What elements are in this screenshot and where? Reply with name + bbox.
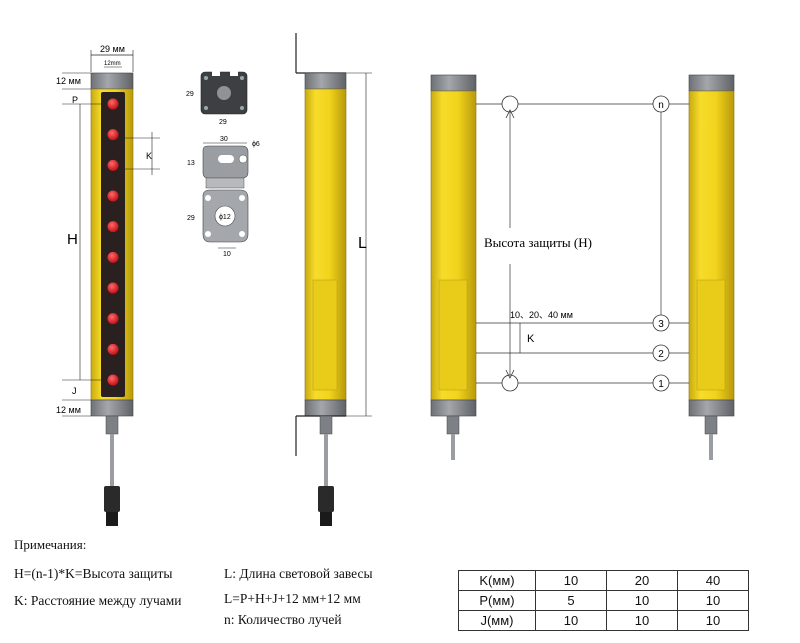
protection-height-label: Высота защиты (H) bbox=[484, 235, 592, 250]
led bbox=[107, 221, 119, 233]
table-row: K(мм) 10 20 40 bbox=[458, 570, 749, 591]
spec-table: K(мм) 10 20 40 P(мм) 5 10 10 J(мм) 10 10… bbox=[458, 570, 749, 631]
table-cell: 5 bbox=[535, 590, 607, 611]
led bbox=[107, 129, 119, 141]
window-dim-label: 12mm bbox=[104, 61, 121, 67]
svg-text:29: 29 bbox=[187, 215, 195, 222]
svg-text:n: n bbox=[658, 100, 664, 111]
svg-text:29: 29 bbox=[219, 119, 227, 126]
bracket-top-view: 29 29 bbox=[186, 70, 248, 126]
front-view: 29 мм 12mm 12 мм P J 12 мм H K bbox=[56, 44, 160, 526]
h-dim: H bbox=[67, 231, 78, 248]
p-dim: P bbox=[72, 95, 78, 105]
led-column bbox=[107, 98, 119, 386]
led bbox=[107, 343, 119, 355]
svg-text:2: 2 bbox=[658, 349, 664, 360]
l-definition: L: Длина световой завесы bbox=[224, 566, 373, 581]
beam-marker-3 bbox=[652, 314, 670, 332]
top-end-cap bbox=[90, 72, 134, 90]
n-definition: n: Количество лучей bbox=[224, 612, 342, 627]
led bbox=[107, 159, 119, 171]
spacing-label: 10、20、40 мм bbox=[510, 310, 573, 320]
svg-text:29: 29 bbox=[186, 91, 194, 98]
bottom-end-cap bbox=[90, 399, 134, 417]
notes-title: Примечания: bbox=[14, 537, 87, 552]
led bbox=[107, 190, 119, 202]
beam-marker-n bbox=[652, 95, 670, 113]
connector bbox=[104, 486, 120, 512]
led bbox=[107, 251, 119, 263]
table-cell: 10 bbox=[535, 570, 607, 591]
svg-text:ϕ6: ϕ6 bbox=[252, 141, 260, 148]
protection-diagram: Высота защиты (H) 10、20、40 мм K n 3 2 1 bbox=[430, 74, 735, 460]
k-dim: K bbox=[146, 151, 152, 161]
table-cell: 10 bbox=[606, 590, 678, 611]
l-dim: L bbox=[358, 235, 367, 252]
svg-text:K: K bbox=[527, 333, 535, 345]
formula-h: H=(n-1)*K=Высота защиты bbox=[14, 566, 173, 581]
beam-marker-2 bbox=[652, 344, 670, 362]
table-cell: 10 bbox=[606, 610, 678, 631]
end-top-dim: 12 мм bbox=[56, 76, 81, 86]
svg-text:3: 3 bbox=[658, 319, 664, 330]
row-label: K(мм) bbox=[458, 570, 536, 591]
table-cell: 10 bbox=[677, 590, 749, 611]
table-row: J(мм) 10 10 10 bbox=[458, 610, 749, 631]
j-dim: J bbox=[72, 386, 77, 396]
row-label: J(мм) bbox=[458, 610, 536, 631]
lens-strip bbox=[101, 92, 125, 397]
led bbox=[107, 313, 119, 325]
beam-marker-1 bbox=[652, 374, 670, 392]
table-cell: 40 bbox=[677, 570, 749, 591]
led bbox=[107, 374, 119, 386]
side-view: L bbox=[295, 33, 372, 526]
table-cell: 20 bbox=[606, 570, 678, 591]
led bbox=[107, 98, 119, 110]
end-bottom-dim: 12 мм bbox=[56, 405, 81, 415]
svg-text:ϕ12: ϕ12 bbox=[219, 214, 231, 221]
width-dim-label: 29 мм bbox=[100, 44, 125, 54]
svg-text:13: 13 bbox=[187, 160, 195, 167]
svg-text:10: 10 bbox=[223, 251, 231, 258]
row-label: P(мм) bbox=[458, 590, 536, 611]
led bbox=[107, 282, 119, 294]
table-row: P(мм) 5 10 10 bbox=[458, 590, 749, 611]
table-cell: 10 bbox=[677, 610, 749, 631]
svg-text:30: 30 bbox=[220, 136, 228, 143]
l-formula: L=P+H+J+12 мм+12 мм bbox=[224, 591, 361, 606]
svg-text:1: 1 bbox=[658, 379, 664, 390]
table-cell: 10 bbox=[535, 610, 607, 631]
bracket-side-view: 30 ϕ6 13 ϕ12 29 10 bbox=[187, 136, 260, 258]
k-definition: K: Расстояние между лучами bbox=[14, 593, 182, 608]
